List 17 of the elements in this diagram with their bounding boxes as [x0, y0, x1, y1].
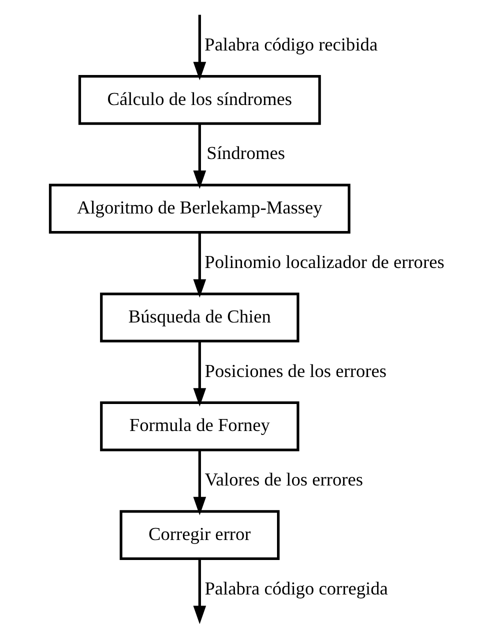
arrow: [193, 558, 206, 624]
edge-label: Polinomio localizador de errores: [204, 252, 444, 272]
edge-label: Valores de los errores: [204, 470, 364, 490]
node-box: Cálculo de los síndromes: [78, 75, 321, 125]
edge-label: Palabra código recibida: [204, 34, 378, 54]
node-box: Búsqueda de Chien: [100, 292, 300, 342]
arrow: [193, 341, 206, 406]
arrow: [193, 232, 206, 298]
node-box: Corregir error: [120, 510, 280, 560]
node-box: Formula de Forney: [100, 401, 300, 452]
edge-label: Síndromes: [206, 143, 286, 164]
edge-label: Posiciones de los errores: [204, 360, 387, 381]
arrow: [193, 124, 206, 189]
arrow: [193, 450, 206, 516]
node-box: Algoritmo de Berlekamp-Massey: [48, 184, 350, 234]
arrow: [193, 14, 206, 80]
edge-label: Palabra código corregida: [204, 578, 388, 598]
